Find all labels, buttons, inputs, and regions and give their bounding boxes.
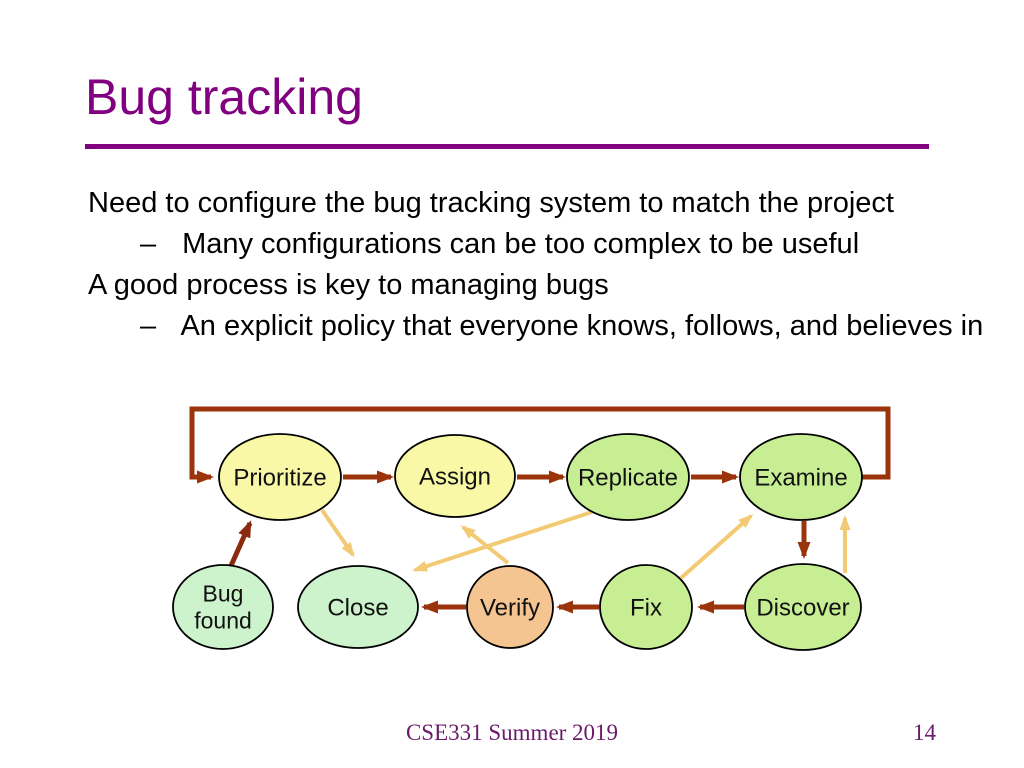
edge-fix-to-examine: [679, 514, 754, 580]
node-replicate: Replicate: [566, 433, 690, 521]
node-ellipse-verify: [466, 565, 554, 649]
body-line-text: Need to configure the bug tracking syste…: [88, 187, 894, 219]
node-label-assign: Assign: [419, 463, 491, 490]
footer-course-label: CSE331 Summer 2019: [405, 720, 619, 745]
body-line: – Many configurations can be too complex…: [140, 224, 988, 265]
node-label-examine: Examine: [754, 464, 847, 491]
node-examine: Examine: [739, 433, 863, 521]
node-label-discover: Discover: [756, 594, 849, 621]
slide-title: Bug tracking: [85, 69, 363, 125]
node-ellipse-examine: [739, 433, 863, 521]
node-label-close: Close: [327, 594, 388, 621]
node-ellipse-discover: [744, 563, 862, 651]
edge-examine-loop-to-prioritize: [189, 406, 891, 484]
edge-verify-to-assign: [460, 525, 510, 565]
node-ellipse-prioritize: [218, 433, 342, 521]
node-discover: Discover: [744, 563, 862, 651]
body-line: – An explicit policy that everyone knows…: [140, 306, 988, 347]
edge-replicate-to-close: [412, 510, 593, 572]
body-line-text: Many configurations can be too complex t…: [182, 228, 860, 260]
node-ellipse-close: [297, 565, 419, 649]
node-verify: Verify: [466, 565, 554, 649]
node-label-replicate: Replicate: [578, 464, 678, 491]
title-underline: [85, 144, 929, 149]
slide-page-number: 14: [913, 720, 936, 745]
slide-body: Need to configure the bug tracking syste…: [88, 183, 988, 347]
node-ellipse-assign: [394, 434, 516, 518]
node-ellipse-fix: [599, 564, 693, 650]
edge-prioritize-to-close: [320, 508, 355, 558]
body-line-text: A good process is key to managing bugs: [88, 269, 609, 301]
node-label-prioritize: Prioritize: [233, 464, 326, 491]
dash-bullet: –: [140, 310, 157, 342]
dash-bullet: –: [140, 228, 157, 260]
body-line-text: An explicit policy that everyone knows, …: [180, 310, 984, 342]
node-close: Close: [297, 565, 419, 649]
node-label-fix: Fix: [630, 594, 662, 621]
node-prioritize: Prioritize: [218, 433, 342, 521]
node-label-verify: Verify: [480, 594, 540, 621]
body-line: Need to configure the bug tracking syste…: [88, 183, 988, 224]
node-fix: Fix: [599, 564, 693, 650]
node-ellipse-bug-found: [172, 564, 274, 650]
body-line: A good process is key to managing bugs: [88, 265, 988, 306]
node-assign: Assign: [394, 434, 516, 518]
edge-bug-found-to-prioritize: [227, 520, 253, 570]
node-ellipse-replicate: [566, 433, 690, 521]
